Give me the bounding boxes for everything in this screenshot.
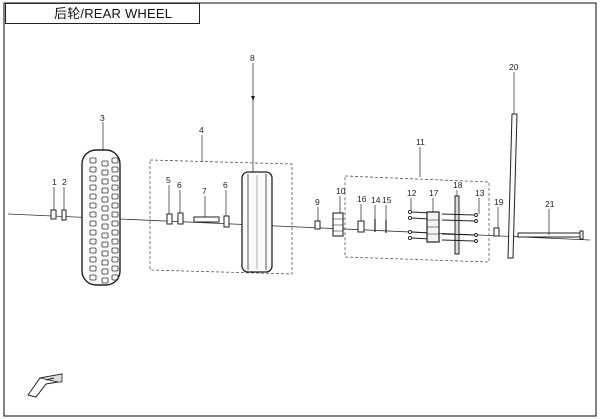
part-label: 9 xyxy=(315,197,320,207)
part-label: 19 xyxy=(494,197,504,207)
part-label: 7 xyxy=(202,186,207,196)
part-label: 21 xyxy=(545,199,555,209)
part-20-shaft xyxy=(507,113,518,259)
part-6-bearing-left xyxy=(177,212,184,225)
part-label: 3 xyxy=(100,113,105,123)
part-19-washer xyxy=(493,227,500,237)
part-10-seat xyxy=(332,212,344,237)
arrow-mark xyxy=(251,96,255,101)
part-1-nut xyxy=(50,209,57,220)
part-label: 11 xyxy=(416,137,425,147)
part-13-nuts xyxy=(441,213,478,243)
part-label: 5 xyxy=(166,175,171,185)
part-label: 16 xyxy=(357,194,367,204)
part-7-sleeve xyxy=(193,216,220,223)
part-6-bearing-right xyxy=(223,215,230,228)
part-label: 15 xyxy=(382,195,392,205)
part-label: 6 xyxy=(177,180,182,190)
part-label: 18 xyxy=(453,180,463,190)
direction-arrow-icon xyxy=(27,373,63,398)
part-5-spacer xyxy=(166,213,173,225)
part-label: 20 xyxy=(509,62,519,72)
part-label: 4 xyxy=(199,125,204,135)
part-17-hub xyxy=(426,211,440,243)
part-2-washer xyxy=(61,209,67,221)
part-label: 8 xyxy=(250,53,255,63)
part-label: 13 xyxy=(475,188,485,198)
part-9-nut xyxy=(314,220,321,230)
rim-assembly-group-box xyxy=(149,159,293,275)
part-label: 17 xyxy=(429,188,439,198)
sheet-frame xyxy=(3,2,597,417)
part-label: 14 xyxy=(371,195,381,205)
part-label: 10 xyxy=(336,186,346,196)
part-3-tire xyxy=(81,149,121,286)
hub-assembly-group-box xyxy=(344,175,490,263)
part-18-brake-disc xyxy=(454,195,460,255)
diagram-title: 后轮/REAR WHEEL xyxy=(5,3,200,24)
part-label: 1 xyxy=(52,177,57,187)
part-labels: 1 2 3 4 5 6 7 6 8 9 10 11 12 13 14 15 16… xyxy=(52,53,555,209)
part-label: 2 xyxy=(62,177,67,187)
part-21-axle-bolt xyxy=(517,230,584,240)
part-label: 12 xyxy=(407,188,417,198)
part-16-bushing xyxy=(357,220,365,233)
part-8-rim xyxy=(241,171,273,273)
leader-lines xyxy=(53,63,550,235)
part-label: 6 xyxy=(223,180,228,190)
